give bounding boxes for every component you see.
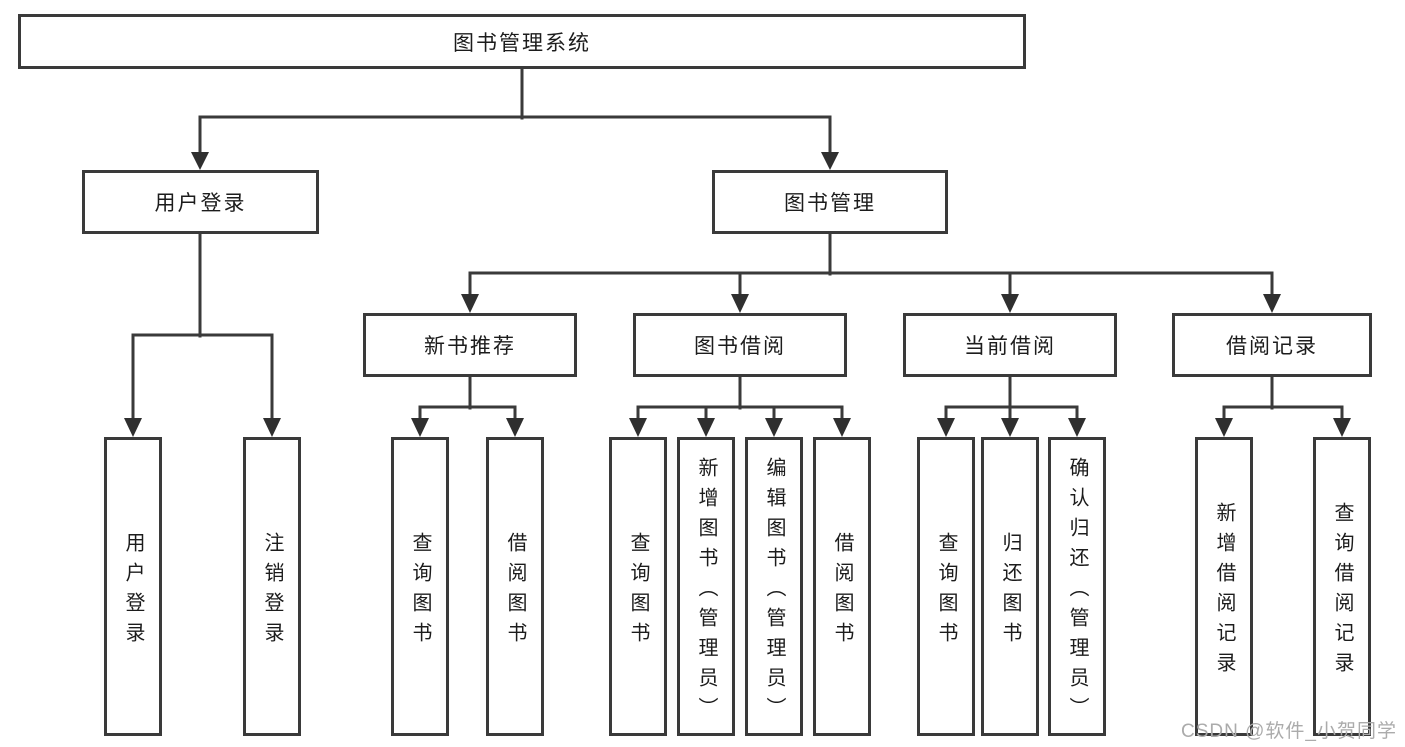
leaf-confirm-return-admin: 确认归还（管理员） xyxy=(1048,437,1106,736)
node-new-book-recommend: 新书推荐 xyxy=(363,313,577,377)
arrowheads xyxy=(124,152,1351,437)
leaf-user-login-label: 用户登录 xyxy=(122,531,144,652)
leaf-add-borrow-record-label: 新增借阅记录 xyxy=(1213,501,1235,682)
leaf-add-borrow-record: 新增借阅记录 xyxy=(1195,437,1253,736)
node-current-borrow-label: 当前借阅 xyxy=(964,335,1056,358)
leaf-query-books-borrow: 查询图书 xyxy=(609,437,667,736)
leaf-confirm-return-admin-label: 确认归还（管理员） xyxy=(1066,456,1088,727)
node-user-login: 用户登录 xyxy=(82,170,319,234)
leaf-query-books-recommend-label: 查询图书 xyxy=(409,531,431,652)
node-current-borrow: 当前借阅 xyxy=(903,313,1117,377)
leaf-logout: 注销登录 xyxy=(243,437,301,736)
connector-paths xyxy=(131,66,1344,423)
leaf-query-borrow-record: 查询借阅记录 xyxy=(1313,437,1371,736)
leaf-edit-books-admin-label: 编辑图书（管理员） xyxy=(763,456,785,727)
node-root-system: 图书管理系统 xyxy=(18,14,1026,69)
leaf-query-borrow-record-label: 查询借阅记录 xyxy=(1331,501,1353,682)
leaf-borrow-books: 借阅图书 xyxy=(813,437,871,736)
leaf-query-books-recommend: 查询图书 xyxy=(391,437,449,736)
leaf-borrow-books-recommend-label: 借阅图书 xyxy=(504,531,526,652)
node-book-borrow: 图书借阅 xyxy=(633,313,847,377)
leaf-edit-books-admin: 编辑图书（管理员） xyxy=(745,437,803,736)
leaf-add-books-admin-label: 新增图书（管理员） xyxy=(695,456,717,727)
leaf-user-login: 用户登录 xyxy=(104,437,162,736)
node-borrow-records: 借阅记录 xyxy=(1172,313,1372,377)
node-root-label: 图书管理系统 xyxy=(453,31,591,55)
leaf-query-books-borrow-label: 查询图书 xyxy=(627,531,649,652)
csdn-watermark: CSDN @软件_小贺同学 xyxy=(1181,721,1397,742)
leaf-add-books-admin: 新增图书（管理员） xyxy=(677,437,735,736)
leaf-logout-label: 注销登录 xyxy=(261,531,283,652)
node-new-book-recommend-label: 新书推荐 xyxy=(424,335,516,358)
leaf-query-books-current: 查询图书 xyxy=(917,437,975,736)
node-book-borrow-label: 图书借阅 xyxy=(694,335,786,358)
leaf-return-books: 归还图书 xyxy=(981,437,1039,736)
node-book-management: 图书管理 xyxy=(712,170,948,234)
node-user-login-label: 用户登录 xyxy=(154,192,247,215)
leaf-return-books-label: 归还图书 xyxy=(999,531,1021,652)
leaf-borrow-books-label: 借阅图书 xyxy=(831,531,853,652)
node-borrow-records-label: 借阅记录 xyxy=(1226,335,1318,358)
leaf-query-books-current-label: 查询图书 xyxy=(935,531,957,652)
node-book-management-label: 图书管理 xyxy=(784,192,876,215)
leaf-borrow-books-recommend: 借阅图书 xyxy=(486,437,544,736)
